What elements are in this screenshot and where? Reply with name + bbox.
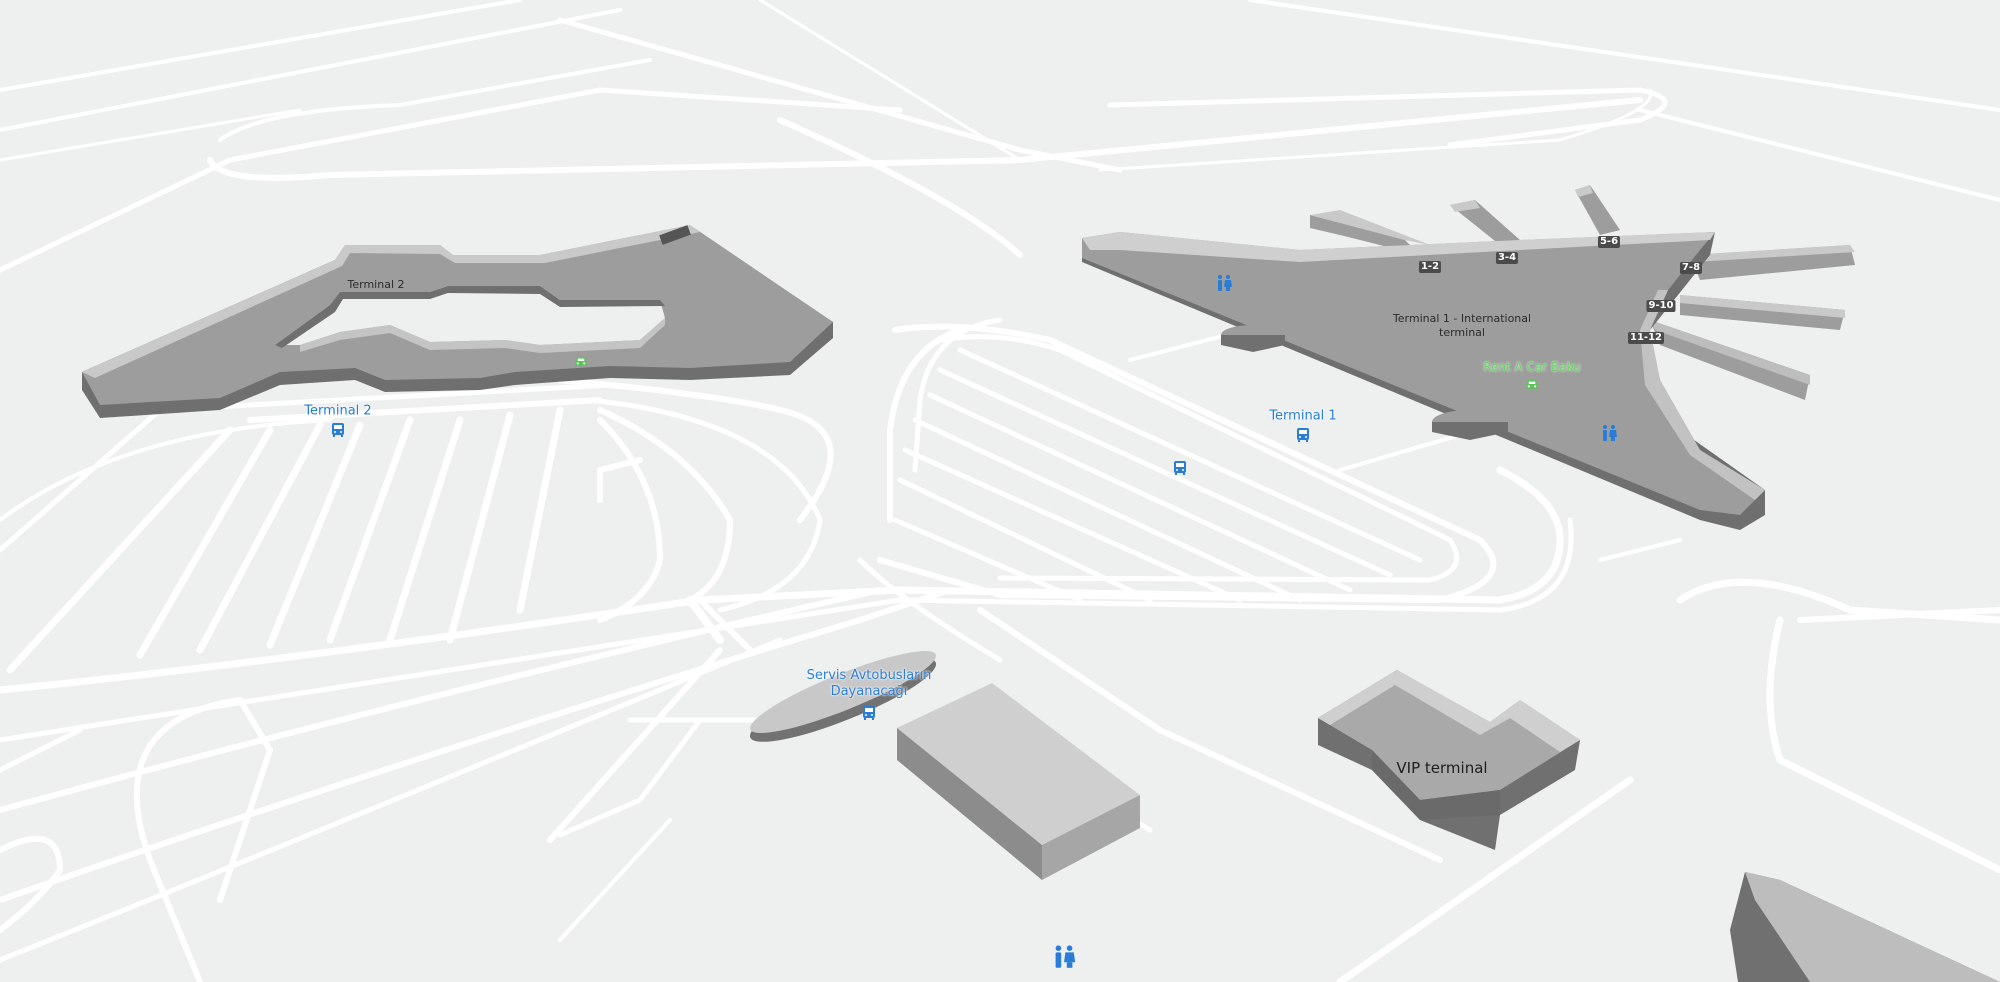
service-bus-stop-label-line2: Dayanacağı	[830, 684, 908, 699]
terminal-1-bus-stop-label[interactable]: Terminal 1	[1269, 408, 1337, 424]
terminal-2-bus-stop-label[interactable]: Terminal 2	[304, 403, 372, 419]
gate-label-1-2: 1-2	[1418, 261, 1442, 273]
restroom-icon[interactable]	[1599, 424, 1619, 444]
vip-terminal-building[interactable]	[1318, 670, 1580, 850]
gate-label-11-12: 11-12	[1628, 332, 1664, 344]
gate-label-7-8: 7-8	[1679, 262, 1703, 274]
gate-label-3-4: 3-4	[1495, 252, 1519, 264]
vip-terminal-label: VIP terminal	[1396, 759, 1488, 777]
bus-stop-icon[interactable]	[1170, 458, 1190, 478]
service-bus-stop-label[interactable]: Servis Avtobusların Dayanacağı	[807, 668, 932, 700]
restroom-icon[interactable]	[1214, 274, 1234, 294]
terminal-1-roof-label-line1: Terminal 1 - International	[1392, 312, 1532, 325]
rent-a-car-label[interactable]: Rent A Car Baku	[1483, 360, 1581, 374]
terminal-2-building[interactable]	[82, 225, 833, 418]
terminal-1-roof-label: Terminal 1 - International terminal	[1393, 312, 1531, 340]
gate-label-5-6: 5-6	[1597, 236, 1621, 248]
terminal-1-roof-label-line2: terminal	[1439, 326, 1485, 339]
terminal-2-roof-label: Terminal 2	[347, 278, 405, 291]
car-rental-icon[interactable]	[1524, 376, 1540, 392]
service-bus-stop-label-line1: Servis Avtobusların	[806, 668, 932, 683]
gate-label-9-10: 9-10	[1646, 300, 1676, 312]
bus-stop-icon[interactable]	[1293, 425, 1313, 445]
car-rental-icon[interactable]	[573, 353, 589, 369]
partial-building-bottom-right[interactable]	[1730, 872, 2000, 982]
restroom-icon[interactable]	[1050, 944, 1078, 972]
service-bus-shelter[interactable]	[743, 638, 943, 756]
bus-stop-icon[interactable]	[328, 420, 348, 440]
bus-stop-icon[interactable]	[859, 703, 879, 723]
warehouse-building[interactable]	[897, 683, 1140, 880]
